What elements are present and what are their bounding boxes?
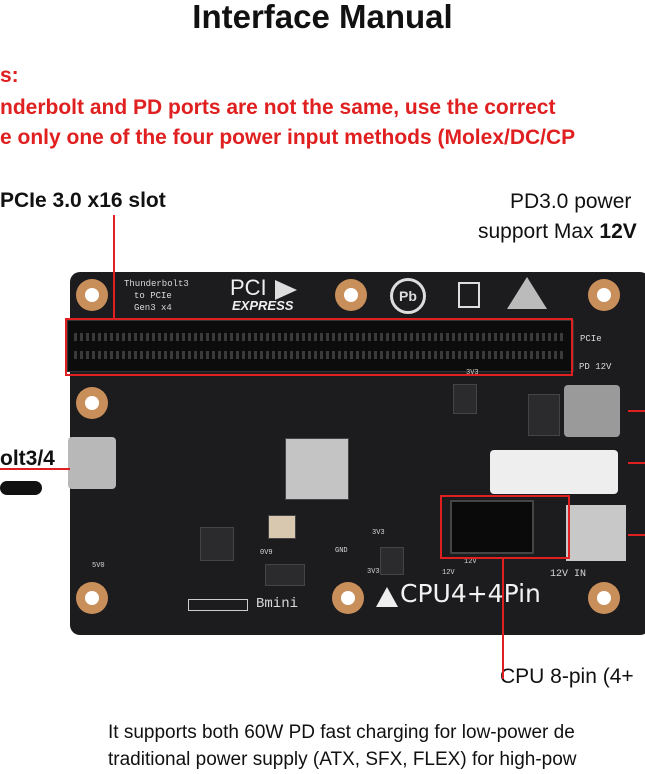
silk-bmini: Bmini	[256, 596, 299, 612]
controller-chip	[200, 527, 234, 561]
pcie-silk: PCIe	[580, 334, 602, 344]
tb-silk-line3: Gen3 x4	[134, 303, 172, 313]
mount-hole	[332, 582, 364, 614]
dc-callout-line	[628, 534, 645, 536]
silk-3v3-a: 3V3	[466, 369, 479, 377]
pd-power-label-voltage: 12V	[599, 220, 637, 243]
mount-hole	[588, 582, 620, 614]
regulator-chip	[265, 564, 305, 586]
silk-12v-a: 12V	[442, 569, 455, 577]
pd-usbc-port	[564, 385, 620, 437]
cpu-8pin-connector	[450, 500, 534, 554]
silk-gnd: GND	[335, 547, 348, 555]
pd12v-silk: PD 12V	[579, 362, 612, 372]
cpu-8pin-label: CPU 8-pin (4+	[500, 665, 634, 688]
pd-power-label-line1: PD3.0 power	[510, 190, 632, 213]
page-title: Interface Manual	[192, 0, 453, 35]
header-pins	[188, 599, 248, 611]
mount-hole	[76, 279, 108, 311]
heatsink	[285, 438, 349, 500]
pcie-callout-line	[113, 215, 115, 318]
weee-bin-icon	[458, 282, 480, 308]
molex-connector	[490, 450, 618, 494]
no-lead-icon: Pb	[390, 278, 426, 314]
cpu-callout-line	[502, 559, 504, 679]
molex-callout-line	[628, 462, 645, 464]
pd-power-label-prefix: support Max	[478, 220, 600, 243]
pcie-slot-label: PCIe 3.0 x16 slot	[0, 189, 166, 212]
tb-cable	[0, 481, 42, 495]
thunderbolt-label: olt3/4	[0, 447, 55, 470]
mount-hole	[588, 279, 620, 311]
pcie-x16-slot	[67, 320, 574, 372]
pci-logo-top: PCI	[230, 275, 267, 300]
silk-12v-b: 12V	[464, 558, 477, 566]
warning-icon	[376, 587, 398, 607]
silk-5v0: 5V0	[92, 562, 105, 570]
silk-3v3-b: 3V3	[372, 529, 385, 537]
footer-line-1: It supports both 60W PD fast charging fo…	[108, 722, 575, 743]
smd-component	[528, 394, 560, 436]
tb-silk-line1: Thunderbolt3	[124, 279, 189, 289]
pci-logo-chevron-icon	[275, 280, 297, 300]
smd-component	[453, 384, 477, 414]
pd-power-label-line2: support Max 12V	[478, 220, 637, 244]
tb-callout-line	[0, 468, 70, 470]
inductor	[268, 515, 296, 539]
pd-callout-line	[628, 410, 645, 412]
thunderbolt-usbc-port	[68, 437, 116, 489]
tb-silkscreen: Thunderbolt3 to PCIe Gen3 x4	[124, 278, 189, 314]
dc-jack	[566, 505, 626, 561]
footer-line-2: traditional power supply (ATX, SFX, FLEX…	[108, 749, 577, 770]
mount-hole	[76, 387, 108, 419]
silk-0v9: 0V9	[260, 549, 273, 557]
pcie-slot-highlight-box	[65, 318, 573, 376]
mount-hole	[76, 582, 108, 614]
pci-logo-bottom: EXPRESS	[232, 298, 294, 313]
triangle-logo-icon	[507, 277, 547, 309]
mosfet	[380, 547, 404, 575]
silk-cpu-4plus4pin: CPU4+4Pin	[400, 579, 541, 608]
tb-silk-line2: to PCIe	[134, 291, 172, 301]
note-line-1: nderbolt and PD ports are not the same, …	[0, 96, 556, 119]
note-line-2: e only one of the four power input metho…	[0, 126, 576, 149]
mount-hole	[335, 279, 367, 311]
cpu-8pin-highlight-box	[440, 495, 570, 559]
pcb-board: Thunderbolt3 to PCIe Gen3 x4 PCI EXPRESS…	[0, 272, 645, 635]
notes-heading: s:	[0, 64, 19, 87]
silk-12v-in: 12V IN	[550, 569, 587, 580]
silk-3v3-c: 3V3	[367, 568, 380, 576]
